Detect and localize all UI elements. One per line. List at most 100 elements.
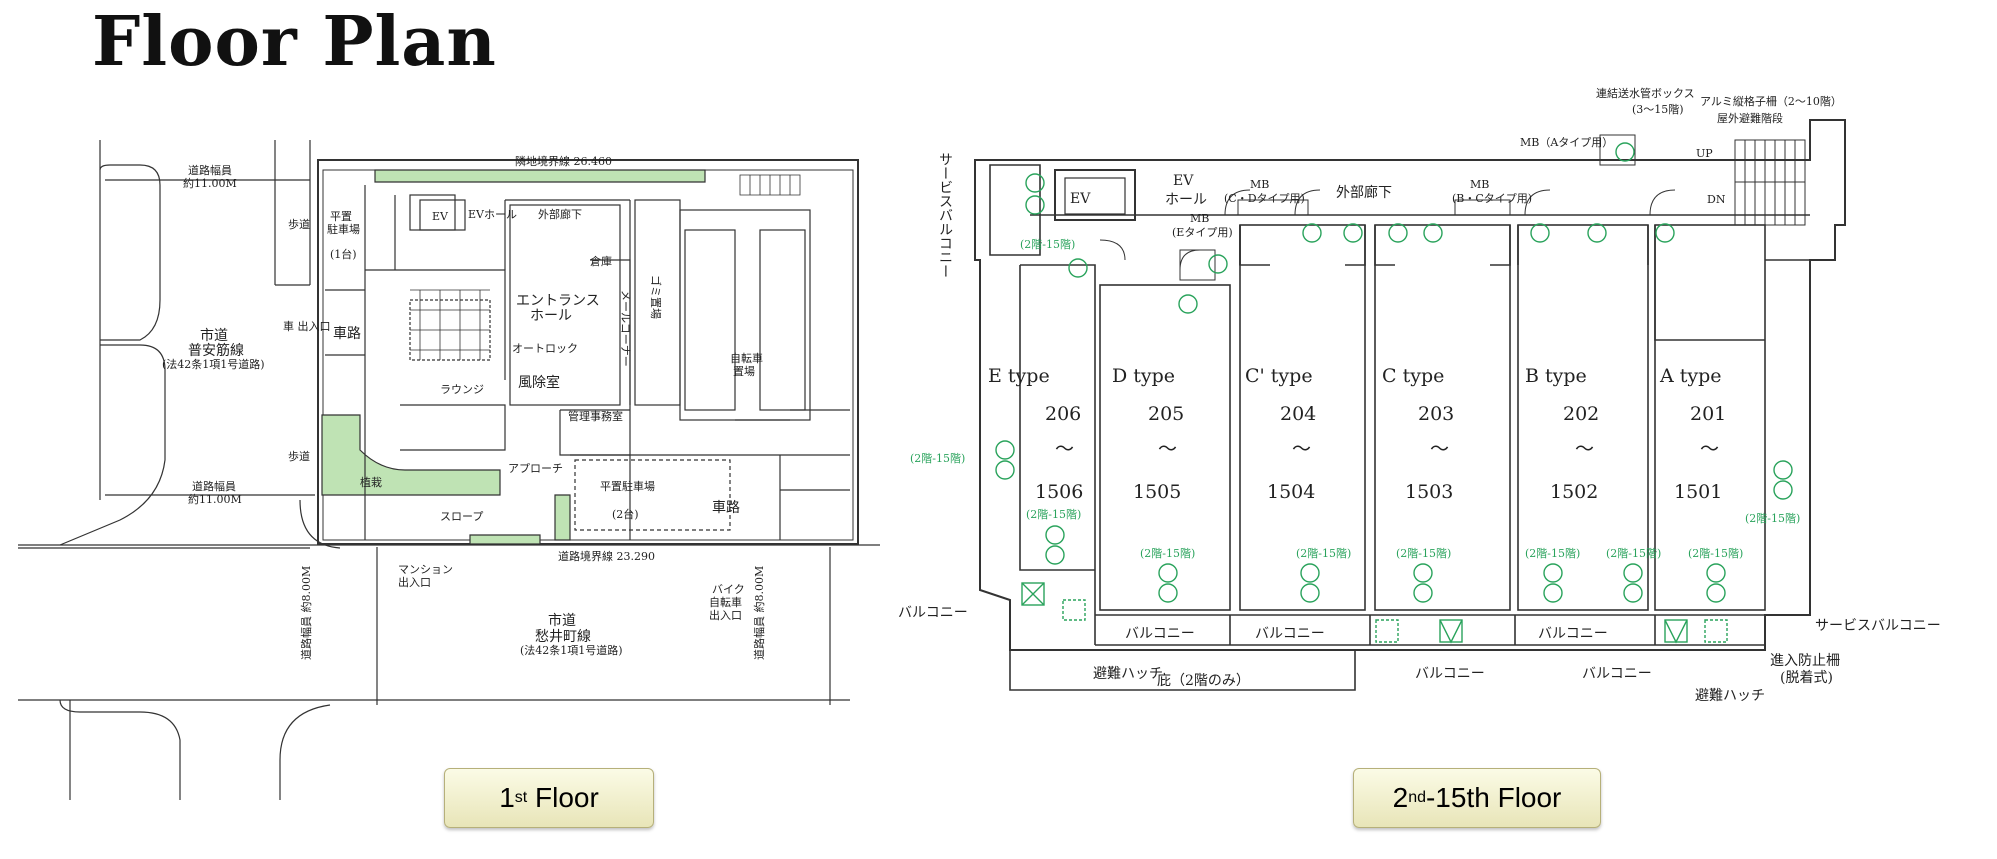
road-width-label: 道路幅員 [188,163,232,177]
parking-flat2-label-2: (2台) [612,507,639,521]
unit-tilde: 〜 [1292,438,1311,460]
floor1-plan [18,140,880,800]
unit-tilde: 〜 [1055,438,1074,460]
unit-to: 1503 [1405,481,1453,503]
unit-from: 202 [1563,403,1599,425]
mansion-entrance-label: マンション [398,563,453,576]
road-width-vertical-2: 道路幅員 約8.00M [752,566,766,660]
unit-to: 1502 [1550,481,1598,503]
mb-bc-label: MB [1470,178,1489,191]
road-name-left-2: 普安筋線 [188,342,244,359]
page-title: Floor Plan [92,2,497,82]
mb-cd-label-2: (C・Dタイプ用) [1224,192,1305,205]
balcony-label: バルコニー [1582,666,1652,682]
management-label: 管理事務室 [568,409,623,423]
floor2-fixture-symbols [995,142,1793,603]
balcony-label: バルコニー [898,605,968,621]
floors-note: (2階-15階) [1606,546,1661,560]
ev-hall-label-2f: EV [1173,173,1194,189]
escape-stairs-label: 屋外避難階段 [1717,111,1783,125]
unit-to: 1505 [1133,481,1181,503]
mansion-entrance-label-2: 出入口 [398,575,431,589]
mb-bc-label-2: (B・Cタイプ用) [1452,192,1532,205]
mb-cd-label: MB [1250,178,1269,191]
floor1-label: Floor [535,782,599,813]
unit-tilde: 〜 [1700,438,1719,460]
unit-B: B type 202 〜 1502 [1525,365,1599,503]
floor1-ordinal: st [514,789,528,806]
road-width-value: 約11.00M [183,176,237,190]
floors-note: (2階-15階) [1688,546,1743,560]
floors-note: (2階-15階) [910,451,965,465]
unit-A: A type 201 〜 1501 [1659,365,1726,503]
unit-from: 206 [1045,403,1081,425]
floors-note: (2階-15階) [1026,507,1081,521]
standpipe-label: 連結送水管ボックス [1596,86,1695,100]
unit-tilde: 〜 [1430,438,1449,460]
floor2-ordinal: nd [1408,789,1426,806]
floors-note: (2階-15階) [1296,546,1351,560]
escape-hatch-label: 避難ハッチ [1093,666,1163,682]
unit-to: 1506 [1035,481,1083,503]
unit-type: B type [1525,365,1587,387]
unit-from: 201 [1690,403,1726,425]
unit-to: 1501 [1674,481,1722,503]
floors-note: (2階-15階) [1396,546,1451,560]
floors-note: (2階-15階) [1020,237,1075,251]
unit-D: D type 205 〜 1505 [1112,365,1184,503]
slope-label: スロープ [440,510,483,523]
parking-flat-label-3: (1台) [330,247,357,261]
floors-note: (2階-15階) [1745,511,1800,525]
service-balcony-right-label: サービスバルコニー [1815,618,1941,634]
carway-label-2: 車路 [712,499,740,516]
autolock-label: オートロック [512,342,578,355]
road-width-label-mid: 道路幅員 [192,479,236,493]
floor2-plan [974,119,1846,691]
parking-flat-label-2: 駐車場 [327,222,360,236]
approach-label: アプローチ [508,462,563,475]
road-width-value-mid: 約11.00M [188,492,242,506]
ev-hall-label-2f-2: ホール [1165,192,1207,208]
outer-corridor-label-2f: 外部廊下 [1336,184,1392,201]
balcony-label: バルコニー [1538,626,1608,642]
unit-Cprime: C' type 204 〜 1504 [1245,365,1316,503]
outer-corridor-label: 外部廊下 [538,207,582,221]
entrance-hall-label-2: ホール [530,308,572,324]
bicycle-label-2: 置場 [733,365,755,378]
carway-label: 車路 [333,325,361,342]
road-name-bottom-3: (法42条1項1号道路) [520,643,623,657]
ev-label: EV [432,210,449,223]
unit-type: D type [1112,365,1175,387]
service-balcony-label: サービスバルコニー [937,152,953,278]
parking-flat-label: 平置 [330,210,352,223]
balcony-label: バルコニー [1255,626,1325,642]
unit-tilde: 〜 [1158,438,1177,460]
balcony-label: バルコニー [1125,626,1195,642]
mb-e-label-2: (Eタイプ用) [1172,226,1233,239]
ev-label-2f: EV [1070,191,1091,207]
unit-type: C type [1382,365,1444,387]
unit-E: E type 206 〜 1506 [988,365,1083,503]
mailbox-label: メールコーナー [619,290,632,367]
unit-type: E type [988,365,1050,387]
parking-flat2-label: 平置駐車場 [600,479,655,493]
stairs-dn-label: DN [1707,193,1726,206]
boundary-top-label: 隣地境界線 26.460 [515,154,612,168]
stairs-up-label: UP [1696,147,1713,160]
bicycle-label: 自転車 [730,351,763,365]
floor2-label: -15th Floor [1425,782,1562,813]
boundary-bottom-label: 道路境界線 23.290 [558,549,655,563]
floor1-labels: 道路幅員 約11.00M 歩道 歩道 市道 普安筋線 (法42条1項1号道路) … [162,154,766,660]
road-name-left-3: (法42条1項1号道路) [162,357,265,371]
car-entrance-label: 車 出入口 [283,319,331,333]
road-name-bottom-2: 愁井町線 [535,629,591,645]
unit-to: 1504 [1267,481,1315,503]
floors-note: (2階-15階) [1525,546,1580,560]
ev-hall-label: EVホール [468,208,517,221]
bike-entrance-label: バイク [712,583,745,596]
planting-label: 植栽 [360,475,382,489]
intrusion-fence-label: 進入防止柵 [1770,653,1840,669]
